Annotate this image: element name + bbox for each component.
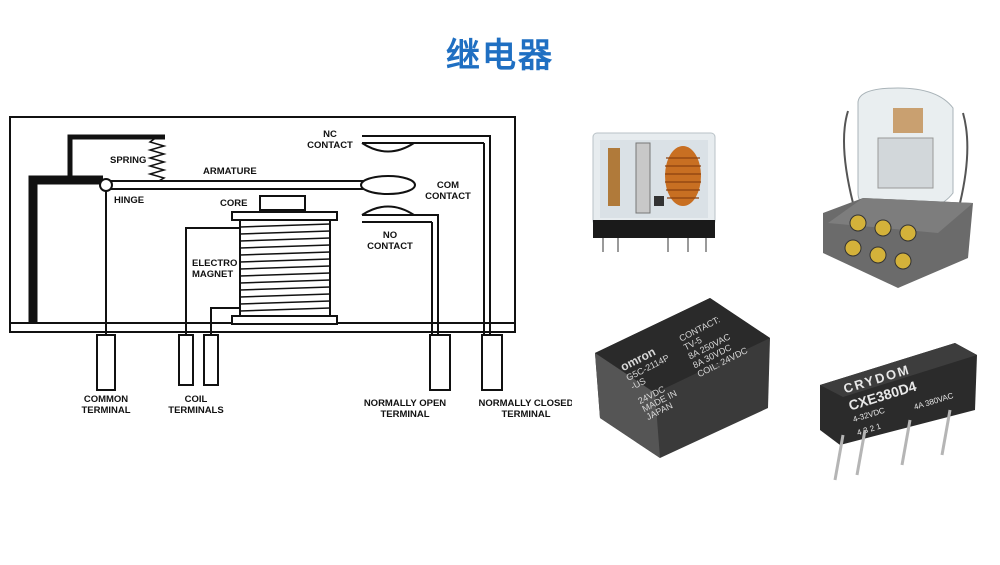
com-contact-label: CONTACT (425, 191, 471, 202)
common-post (28, 175, 103, 323)
spring-coil (147, 136, 167, 183)
spring-label: SPRING (110, 155, 146, 166)
com-label: COM (437, 180, 459, 191)
coil-terminals-label: TERMINALS (168, 405, 223, 416)
common-terminal-label: TERMINAL (81, 405, 130, 416)
no-label: NO (383, 230, 397, 241)
photo-crydom-relay: CRYDOM CXE380D4 4-32VDC 4A 380VAC 4 3 2 … (820, 343, 977, 481)
photo-omron-relay: omron G5C-2114P -US 24VDC MADE IN JAPAN … (595, 298, 770, 458)
common-terminal-pin (96, 334, 116, 391)
magnet-label: MAGNET (192, 269, 233, 280)
housing-frame (9, 116, 516, 333)
normally-closed-label: NORMALLY CLOSED (478, 398, 573, 409)
nc-contact-arm (362, 135, 491, 335)
coil-bottom-plate (231, 315, 338, 325)
coil-label: COIL (185, 394, 208, 405)
normally-closed-terminal-label: TERMINAL (501, 409, 550, 420)
no-terminal-pin (429, 334, 451, 391)
no-contact-label: CONTACT (367, 241, 413, 252)
coil-lead-1 (185, 227, 240, 335)
armature (105, 180, 367, 190)
nc-terminal-pin (481, 334, 503, 391)
no-contact (361, 205, 415, 216)
nc-contact-label: CONTACT (307, 140, 353, 151)
slide-title: 继电器 (446, 36, 554, 76)
nc-contact (361, 142, 415, 153)
coil-windings (239, 223, 331, 312)
normally-open-label: NORMALLY OPEN (364, 398, 446, 409)
hinge-label: HINGE (114, 195, 144, 206)
coil-terminal-pin-1 (178, 334, 194, 386)
core-label: CORE (220, 198, 247, 209)
coil-terminal-pin-2 (203, 334, 219, 386)
photo-clear-relay (592, 132, 716, 252)
hinge-pivot (99, 178, 113, 192)
common-label: COMMON (84, 394, 128, 405)
nc-label: NC (323, 129, 337, 140)
spring-bracket (67, 134, 165, 182)
electro-label: ELECTRO (192, 258, 237, 269)
com-contact (360, 175, 416, 195)
label-clip-mask (572, 395, 582, 425)
normally-open-terminal-label: TERMINAL (380, 409, 429, 420)
coil-lead-2 (210, 307, 240, 335)
photo-plugin-relay (823, 87, 973, 288)
no-contact-arm (362, 214, 439, 335)
core-cap (259, 195, 306, 211)
coil-top-plate (231, 211, 338, 221)
armature-label: ARMATURE (203, 166, 257, 177)
